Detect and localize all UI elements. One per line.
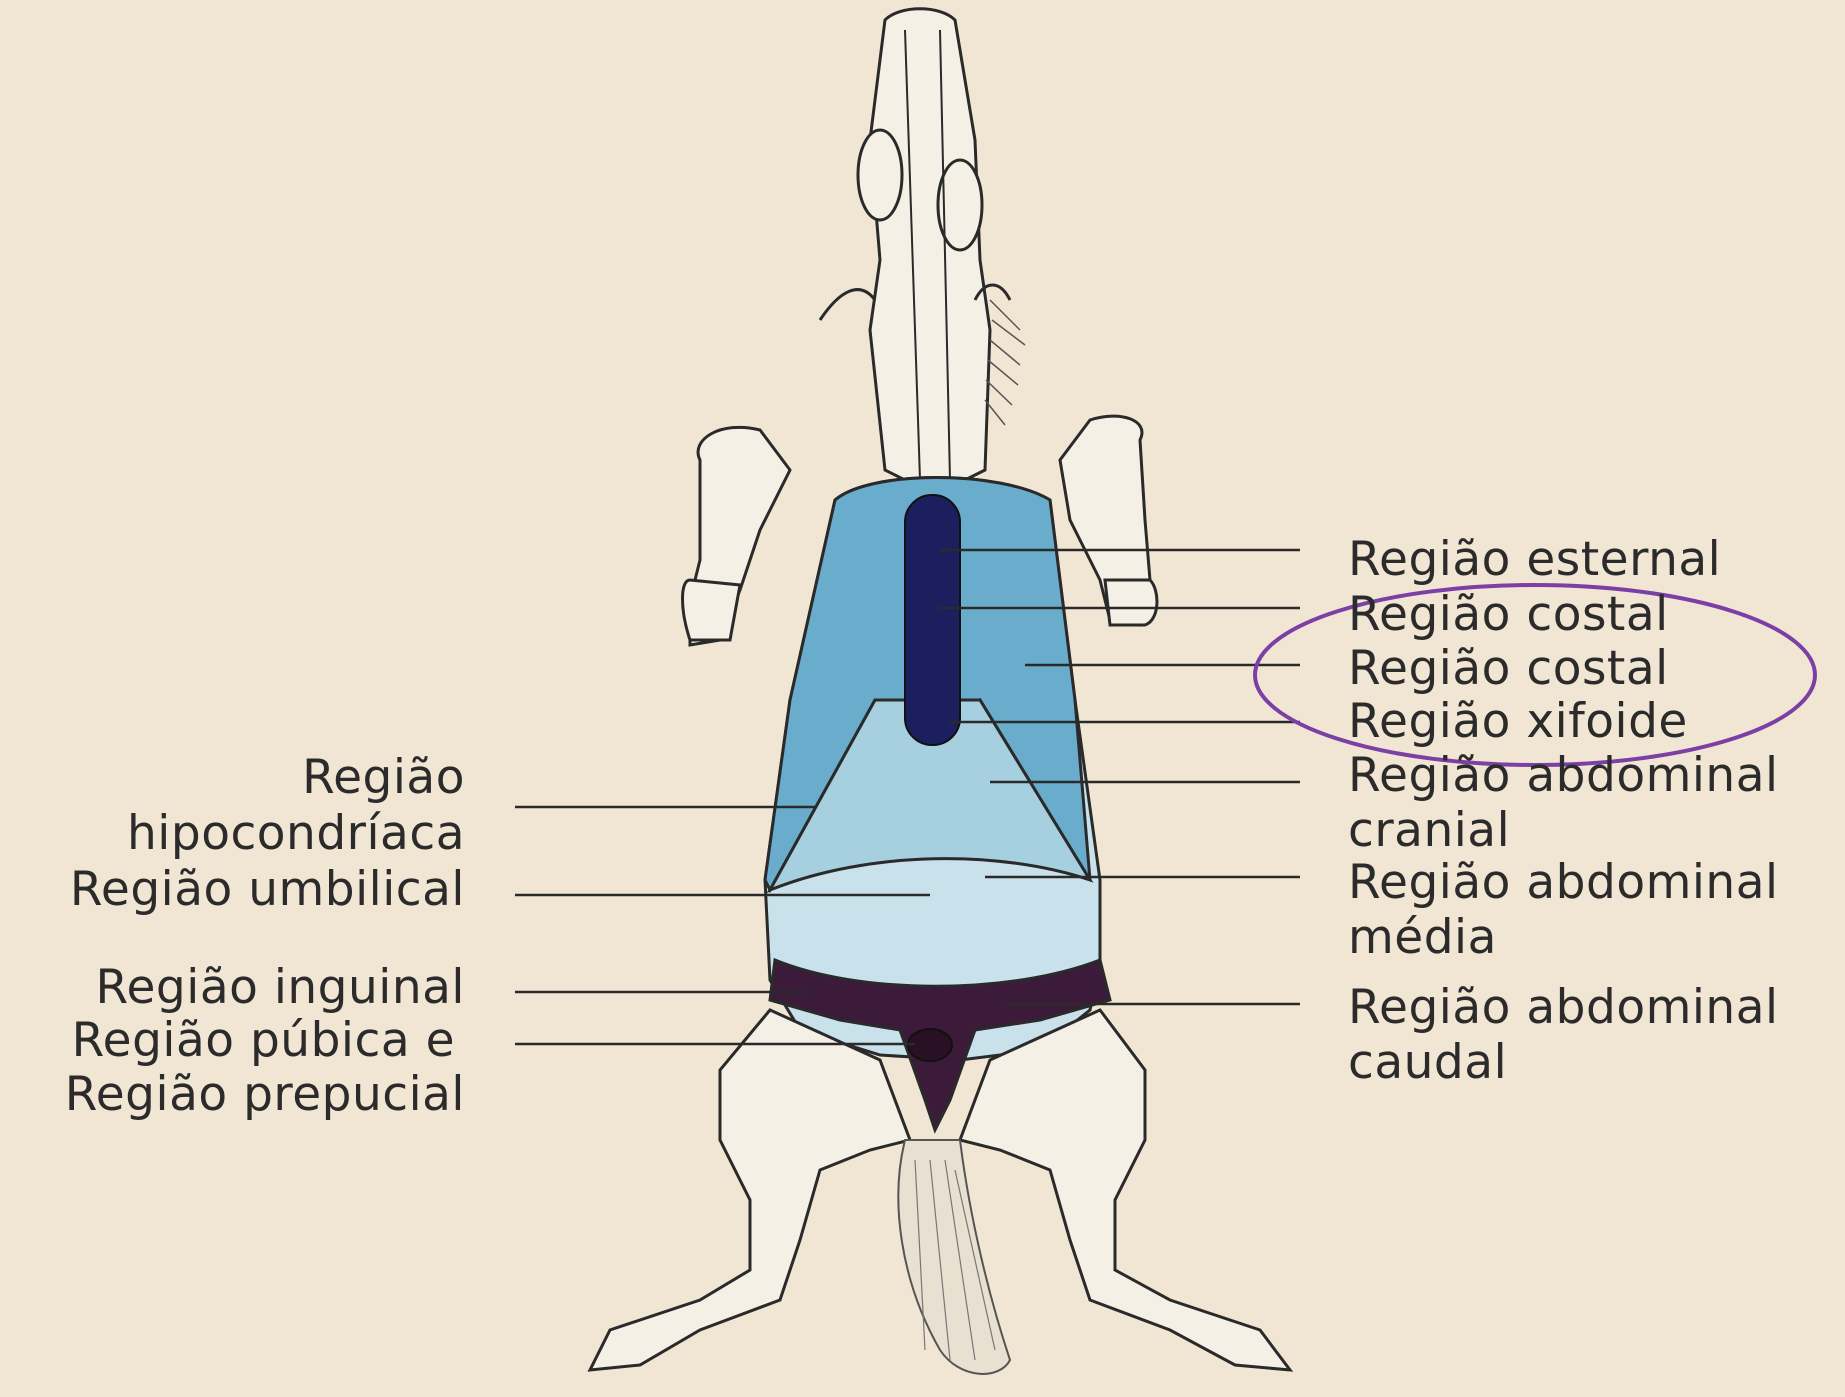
label-prepucial: Região prepucial — [65, 1067, 465, 1123]
label-costal-1: Região costal — [1348, 587, 1669, 643]
label-inguinal: Região inguinal — [95, 960, 465, 1016]
label-abdominal-media-line2: média — [1348, 910, 1497, 966]
label-pubica: Região púbica e — [72, 1013, 455, 1069]
left-forelimb — [683, 427, 791, 645]
label-abdominal-caudal-line1: Região abdominal — [1348, 980, 1779, 1036]
label-abdominal-caudal-line2: caudal — [1348, 1035, 1507, 1091]
mane — [985, 300, 1025, 425]
label-hipocondriaca-line1: Região — [302, 750, 465, 806]
label-hipocondriaca-line2: hipocondríaca — [127, 806, 465, 862]
label-abdominal-cranial-line2: cranial — [1348, 803, 1510, 859]
label-esternal: Região esternal — [1348, 532, 1721, 588]
horse-neck-head — [820, 9, 1010, 495]
tail — [898, 1140, 1010, 1374]
left-hindlimb — [590, 1010, 910, 1370]
label-abdominal-media-line1: Região abdominal — [1348, 855, 1779, 911]
right-hindlimb — [960, 1010, 1290, 1370]
label-costal-2: Região costal — [1348, 641, 1669, 697]
label-abdominal-cranial-line1: Região abdominal — [1348, 748, 1779, 804]
label-umbilical: Região umbilical — [70, 862, 465, 918]
label-xifoide: Região xifoide — [1348, 694, 1688, 750]
right-forelimb — [1060, 416, 1157, 625]
